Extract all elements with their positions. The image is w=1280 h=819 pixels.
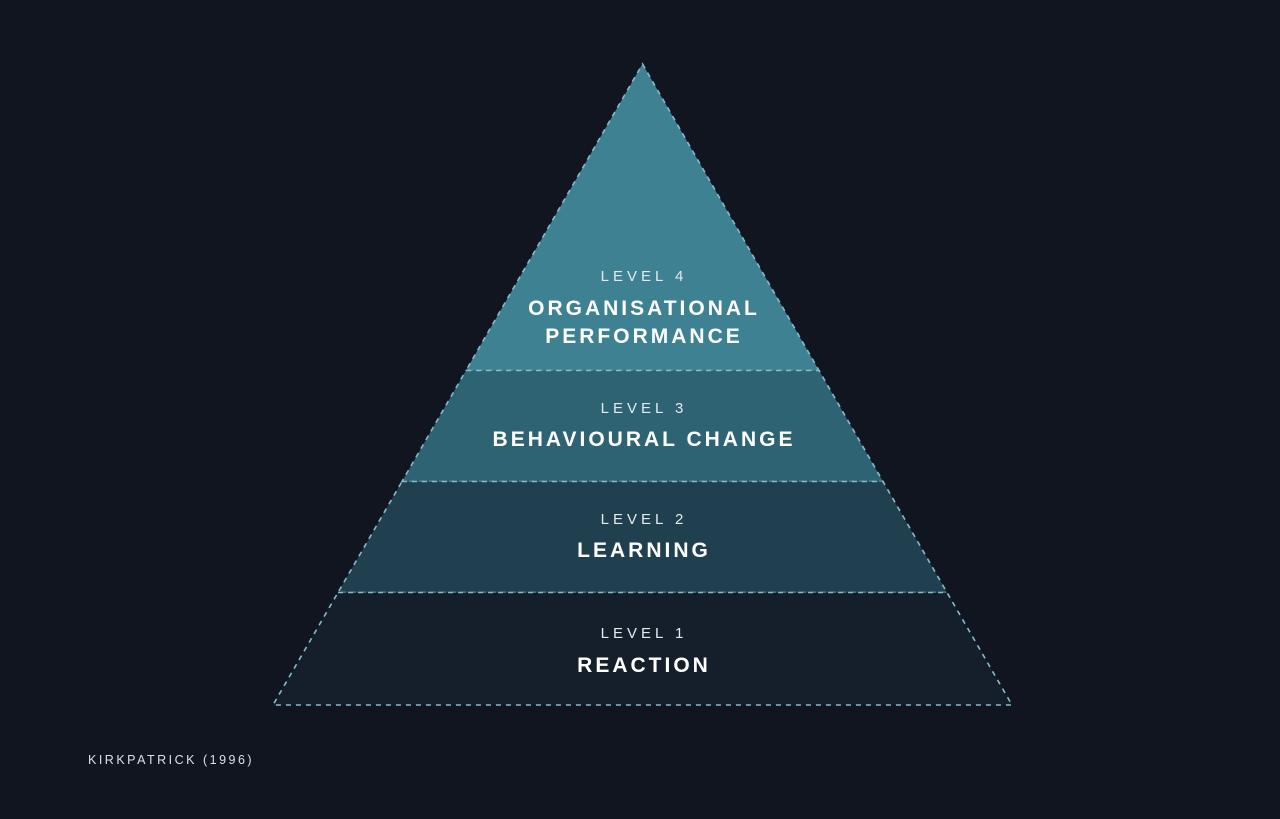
level-4-title-line-1: ORGANISATIONAL	[528, 297, 760, 320]
tier-level-2-shape	[336, 480, 949, 594]
tier-level-3-shape	[400, 369, 885, 483]
level-3-label: LEVEL 3	[601, 400, 688, 417]
level-1-label: LEVEL 1	[601, 625, 688, 642]
source-caption: KIRKPATRICK (1996)	[88, 753, 255, 767]
level-3-title: BEHAVIOURAL CHANGE	[493, 428, 796, 451]
level-2-label: LEVEL 2	[601, 511, 688, 528]
level-4-title-line-2: PERFORMANCE	[545, 325, 743, 348]
level-1-title: REACTION	[577, 654, 711, 677]
level-4-label: LEVEL 4	[601, 268, 688, 285]
level-2-title: LEARNING	[577, 539, 711, 562]
tier-level-1-shape	[271, 591, 1014, 706]
